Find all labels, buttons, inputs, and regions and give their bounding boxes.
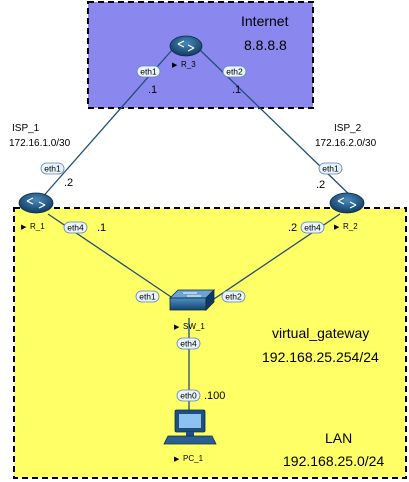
play-icon: ▶ bbox=[21, 223, 27, 231]
addr-r3-eth1: .1 bbox=[148, 84, 157, 96]
internet-zone bbox=[87, 1, 314, 109]
isp2-name: ISP_2 bbox=[334, 123, 362, 134]
addr-pc-eth0: .100 bbox=[204, 390, 225, 402]
router-icon bbox=[169, 35, 203, 57]
isp1-subnet: 172.16.1.0/30 bbox=[9, 138, 71, 149]
addr-r3-eth2: .1 bbox=[232, 84, 241, 96]
addr-r2-eth4: .2 bbox=[288, 222, 297, 234]
addr-r1-eth1: .2 bbox=[64, 177, 73, 189]
isp1-name: ISP_1 bbox=[12, 123, 40, 134]
router-arrows-icon bbox=[177, 40, 195, 52]
port-label: eth0 bbox=[180, 391, 197, 401]
isp2-subnet: 172.16.2.0/30 bbox=[315, 138, 377, 149]
port-label: eth1 bbox=[139, 292, 156, 302]
gateway-title: virtual_gateway bbox=[272, 325, 369, 341]
router-r3[interactable]: ▶ R_3 bbox=[169, 35, 203, 69]
switch-sw1-label: SW_1 bbox=[183, 322, 205, 331]
router-icon bbox=[329, 192, 365, 214]
port-r2-eth4[interactable]: eth4 bbox=[300, 221, 325, 234]
port-label: eth1 bbox=[322, 164, 339, 174]
port-label: eth4 bbox=[67, 223, 84, 233]
pc-screen bbox=[179, 414, 201, 428]
router-r1[interactable]: ▶ R_1 bbox=[18, 192, 54, 231]
switch-body bbox=[169, 297, 207, 311]
play-icon: ▶ bbox=[334, 223, 340, 231]
internet-title: Internet bbox=[241, 13, 289, 29]
port-r1-eth1[interactable]: eth1 bbox=[40, 162, 65, 175]
router-r1-label: R_1 bbox=[30, 222, 45, 231]
router-icon bbox=[18, 192, 54, 214]
port-label: eth2 bbox=[225, 292, 242, 302]
pc-pc1[interactable]: ▶ PC_1 bbox=[163, 409, 217, 463]
port-sw-eth1[interactable]: eth1 bbox=[135, 290, 160, 303]
router-r2-label: R_2 bbox=[343, 222, 358, 231]
pc-keyboard bbox=[163, 435, 217, 445]
play-icon: ▶ bbox=[174, 455, 180, 463]
port-r1-eth4[interactable]: eth4 bbox=[63, 221, 88, 234]
router-r3-label: R_3 bbox=[181, 60, 196, 69]
port-r3-eth1[interactable]: eth1 bbox=[136, 65, 161, 78]
internet-ip: 8.8.8.8 bbox=[244, 37, 287, 53]
pc-pc1-label: PC_1 bbox=[183, 454, 204, 463]
lan-title: LAN bbox=[325, 430, 352, 446]
port-label: eth2 bbox=[226, 67, 243, 77]
switch-sw1[interactable]: ▶ SW_1 bbox=[169, 289, 215, 331]
port-label: eth1 bbox=[44, 164, 61, 174]
switch-arrows-icon bbox=[183, 292, 201, 297]
lan-zone bbox=[13, 207, 407, 479]
lan-subnet: 192.168.25.0/24 bbox=[283, 453, 384, 469]
port-r2-eth1[interactable]: eth1 bbox=[318, 162, 343, 175]
port-sw-eth4[interactable]: eth4 bbox=[176, 337, 201, 350]
router-arrows-icon bbox=[337, 197, 357, 209]
play-icon: ▶ bbox=[174, 323, 180, 331]
switch-side bbox=[205, 289, 215, 311]
port-label: eth4 bbox=[304, 223, 321, 233]
pc-stand bbox=[186, 432, 194, 436]
port-pc-eth0[interactable]: eth0 bbox=[176, 389, 201, 402]
router-arrows-icon bbox=[26, 197, 46, 209]
port-r3-eth2[interactable]: eth2 bbox=[222, 65, 247, 78]
addr-r1-eth4: .1 bbox=[97, 222, 106, 234]
addr-r2-eth1: .2 bbox=[316, 179, 325, 191]
port-sw-eth2[interactable]: eth2 bbox=[221, 290, 246, 303]
port-label: eth4 bbox=[180, 339, 197, 349]
play-icon: ▶ bbox=[172, 61, 178, 69]
port-label: eth1 bbox=[140, 67, 157, 77]
router-r2[interactable]: ▶ R_2 bbox=[329, 192, 365, 231]
gateway-ip: 192.168.25.254/24 bbox=[262, 349, 379, 365]
